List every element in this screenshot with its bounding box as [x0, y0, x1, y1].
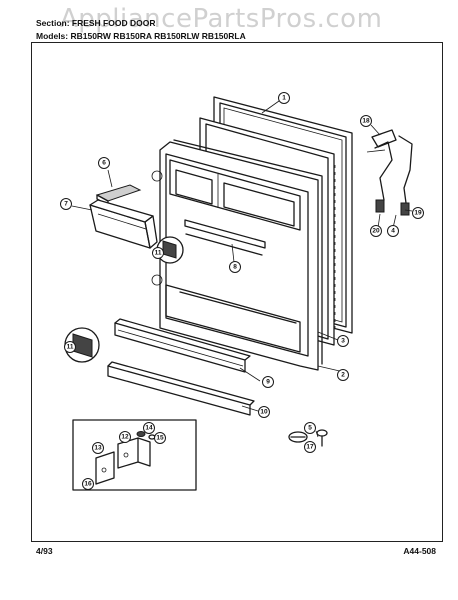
svg-text:6: 6: [102, 160, 106, 167]
dairy-compartment-part: [89, 199, 158, 249]
callout-2: 2: [337, 369, 349, 381]
callout-11-upper: 11: [152, 247, 164, 259]
callout-10: 10: [258, 406, 270, 418]
callout-18: 18: [360, 115, 372, 127]
section-title: Section: FRESH FOOD DOOR: [36, 18, 156, 28]
svg-text:11: 11: [67, 344, 74, 351]
svg-text:10: 10: [260, 409, 268, 416]
callout-12: 12: [119, 431, 131, 443]
shelf-retainer-detail-upper: [156, 236, 184, 264]
callout-13: 13: [92, 442, 104, 454]
watermark-text: AppliancePartsPros.com: [60, 4, 383, 34]
callout-7: 7: [60, 198, 72, 210]
models-line: Models: RB150RW RB150RA RB150RLW RB150RL…: [36, 31, 246, 41]
callout-15: 15: [154, 432, 166, 444]
door-liner-part: [151, 139, 336, 371]
svg-text:14: 14: [145, 425, 153, 432]
shelf-bar-part: [114, 318, 251, 373]
svg-text:8: 8: [233, 264, 237, 271]
svg-text:15: 15: [156, 435, 164, 442]
svg-text:4: 4: [391, 228, 395, 235]
footer-date: 4/93: [36, 546, 53, 556]
svg-text:19: 19: [414, 210, 422, 217]
svg-text:17: 17: [306, 444, 314, 451]
svg-text:18: 18: [362, 118, 370, 125]
svg-text:13: 13: [94, 445, 102, 452]
shelf-part: [185, 233, 263, 256]
callout-5: 5: [304, 422, 316, 434]
callout-11-lower: 11: [64, 341, 76, 353]
callout-3: 3: [337, 335, 349, 347]
callout-9: 9: [262, 376, 274, 388]
svg-text:20: 20: [372, 228, 380, 235]
svg-text:2: 2: [341, 372, 345, 379]
diagram-frame: [31, 42, 443, 542]
hinge-detail-inset: [72, 419, 197, 491]
callout-4: 4: [387, 225, 399, 237]
svg-text:5: 5: [308, 425, 312, 432]
callout-16: 16: [82, 478, 94, 490]
callout-20: 20: [370, 225, 382, 237]
callout-19: 19: [412, 207, 424, 219]
callout-8: 8: [229, 261, 241, 273]
callout-6: 6: [98, 157, 110, 169]
svg-text:1: 1: [282, 95, 286, 102]
svg-text:9: 9: [266, 379, 270, 386]
callout-17: 17: [304, 441, 316, 453]
svg-text:7: 7: [64, 201, 68, 208]
svg-text:16: 16: [84, 481, 92, 488]
footer-code: A44-508: [403, 546, 436, 556]
svg-text:11: 11: [155, 250, 162, 257]
bottom-trim-part: [107, 361, 255, 416]
svg-text:12: 12: [121, 434, 129, 441]
callout-14: 14: [143, 422, 155, 434]
hinge-assembly-part: [366, 129, 413, 216]
svg-text:3: 3: [341, 338, 345, 345]
callout-1: 1: [278, 92, 290, 104]
